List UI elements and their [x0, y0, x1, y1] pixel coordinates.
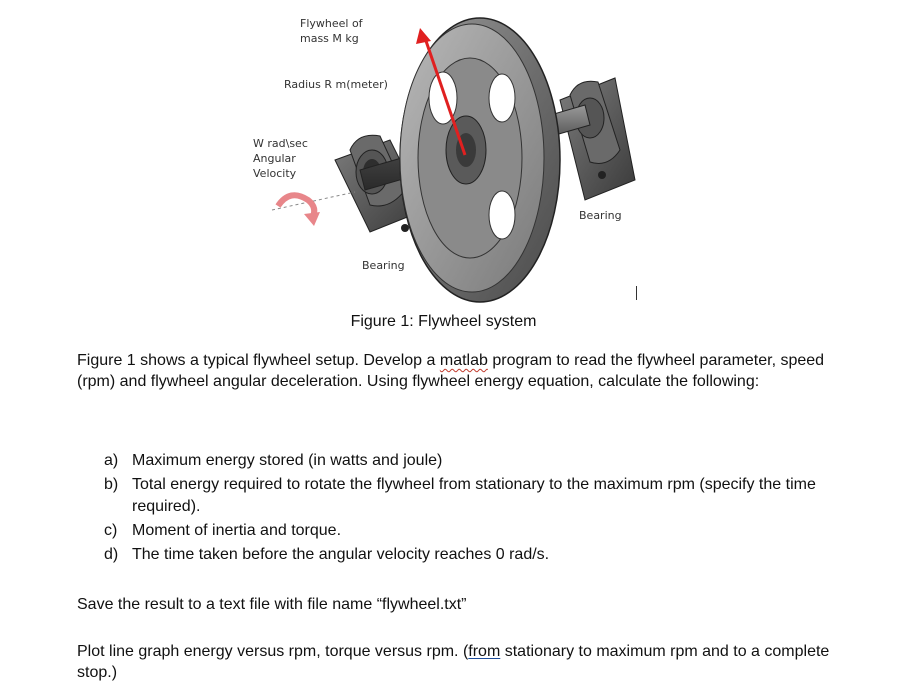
list-marker: c) [104, 522, 118, 539]
task-list: a) Maximum energy stored (in watts and j… [104, 450, 824, 568]
save-instruction: Save the result to a text file with file… [77, 596, 467, 613]
right-bearing [559, 77, 636, 201]
plot-text-start: Plot line graph energy versus rpm, torqu… [77, 643, 469, 660]
flywheel-mass-label: Flywheel of mass M kg [300, 17, 363, 45]
bearing-right-label: Bearing [579, 209, 622, 222]
list-item: d) The time taken before the angular vel… [104, 544, 824, 566]
angular-velocity-label: W rad\sec Angular Velocity [253, 137, 308, 180]
intro-text-end: program to read the flywheel parameter, … [77, 352, 825, 390]
radius-label: Radius R m(meter) [284, 78, 388, 91]
flywheel-illustration [271, 17, 636, 303]
flywheel-disc [399, 17, 561, 303]
list-item-text: Total energy required to rotate the flyw… [132, 476, 816, 515]
plot-instruction: Plot line graph energy versus rpm, torqu… [77, 641, 837, 683]
intro-text-start: Figure 1 shows a typical flywheel setup.… [77, 352, 440, 369]
list-item-text: The time taken before the angular veloci… [132, 546, 550, 563]
list-marker: d) [104, 546, 119, 563]
list-item: c) Moment of inertia and torque. [104, 520, 824, 542]
text-cursor-mark [636, 286, 637, 300]
list-marker: b) [104, 476, 119, 493]
underlined-word: from [468, 643, 501, 660]
list-item-text: Moment of inertia and torque. [132, 522, 342, 539]
radius-arrow [416, 28, 467, 156]
figure-caption: Figure 1: Flywheel system [350, 313, 537, 330]
rotation-arrow-icon [275, 192, 320, 226]
bearing-left-label: Bearing [362, 259, 405, 272]
list-item-text: Maximum energy stored (in watts and joul… [132, 452, 443, 469]
list-item: b) Total energy required to rotate the f… [104, 474, 824, 518]
plot-text-end: stationary to maximum rpm and to a compl… [77, 643, 830, 681]
intro-paragraph: Figure 1 shows a typical flywheel setup.… [77, 350, 837, 392]
misspelled-word: matlab [439, 352, 488, 369]
list-marker: a) [104, 452, 119, 469]
list-item: a) Maximum energy stored (in watts and j… [104, 450, 824, 472]
